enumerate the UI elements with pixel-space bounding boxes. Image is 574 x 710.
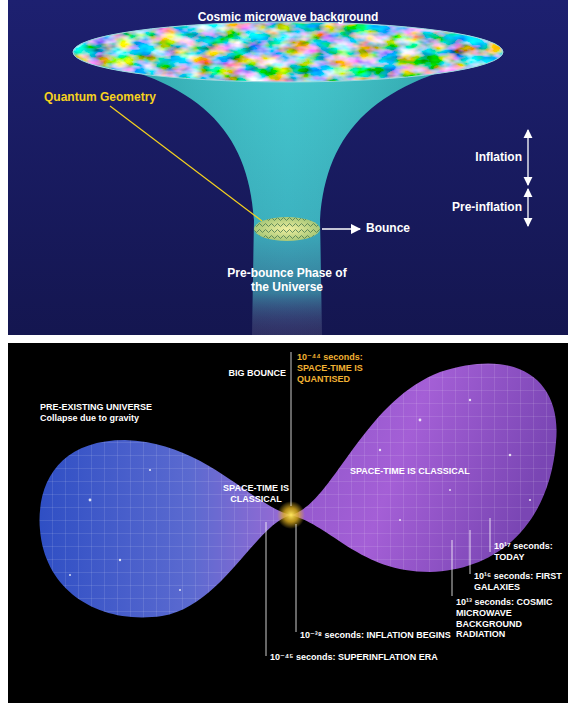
time-label: 10⁻⁴⁵ seconds: SUPERINFLATION ERA: [270, 652, 510, 663]
region-label: SPACE-TIME IS CLASSICAL: [222, 483, 290, 505]
pre-inflation-arrow: [527, 189, 528, 226]
pre-existing-universe: [40, 440, 291, 617]
inflation-arrow: [527, 130, 528, 185]
region-label: PRE-EXISTING UNIVERSE Collapse due to gr…: [40, 402, 164, 424]
bounce-arrow: [322, 228, 360, 230]
time-label: 10⁻⁴⁴ seconds: SPACE-TIME IS QUANTISED: [297, 352, 371, 384]
cmb-map: [70, 20, 510, 86]
cmb-rim: [73, 22, 503, 82]
panel-title: Cosmic microwave background: [148, 10, 428, 24]
top-background: [8, 0, 568, 335]
event-label: BIG BOUNCE: [206, 368, 286, 379]
callout-label: Bounce: [366, 221, 446, 235]
spacetime-grid: [40, 440, 291, 617]
time-label: 10¹⁷ seconds: TODAY: [494, 541, 564, 563]
phase-label: Pre-bounce Phase of the Universe: [222, 266, 352, 295]
region-label: SPACE-TIME IS CLASSICAL: [350, 466, 500, 477]
phase-label: Inflation: [440, 150, 522, 164]
leader-line: [110, 106, 262, 221]
time-label: 10⁻³⁸ seconds: INFLATION BEGINS: [300, 630, 520, 641]
quantum-disc: [254, 217, 320, 241]
galaxies: [69, 399, 531, 591]
phase-label: Pre-inflation: [410, 200, 522, 214]
callout-label: Quantum Geometry: [44, 90, 194, 104]
time-label: 10¹³ seconds: COSMIC MICROWAVE BACKGROUN…: [456, 597, 566, 640]
spacetime-grid: [291, 363, 557, 572]
current-universe: [291, 363, 557, 572]
quantum-texture: [254, 217, 320, 241]
time-label: 10¹⁶ seconds: FIRST GALAXIES: [474, 571, 566, 593]
bottom-background: [8, 343, 568, 703]
